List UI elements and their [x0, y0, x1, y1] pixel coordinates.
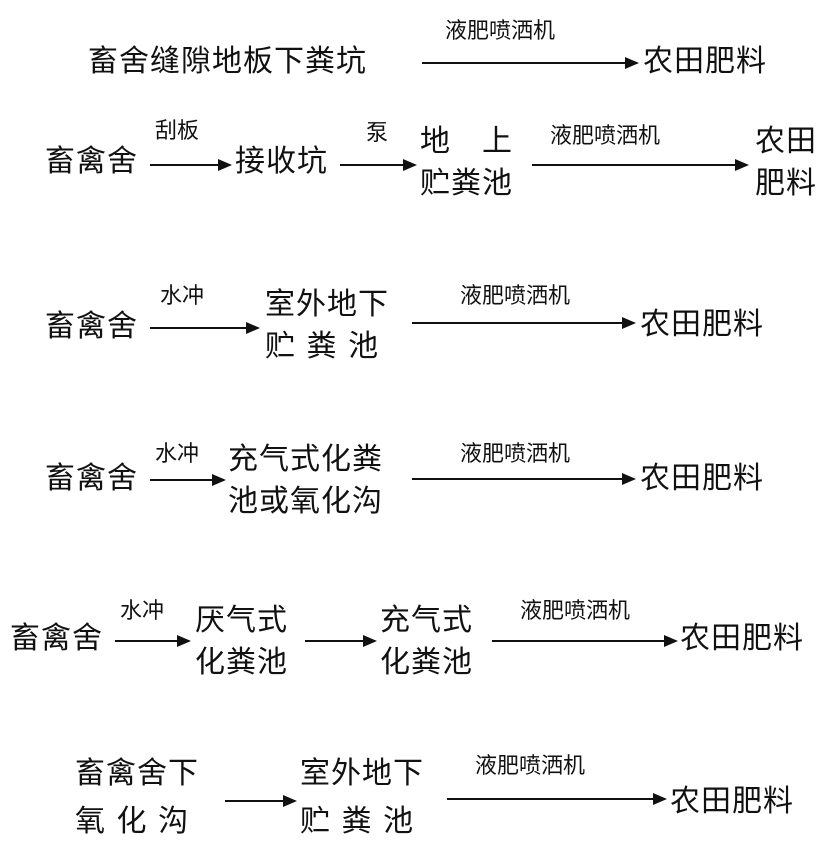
node-septic-tank: 化粪池 [380, 645, 473, 680]
node-pit: 畜舍缝隙地板下粪坑 [88, 44, 367, 79]
node-farmland-fertilizer: 农田肥料 [640, 461, 764, 496]
arrow-label-flush: 水冲 [160, 284, 205, 309]
node-storage-pool: 贮粪池 [420, 166, 513, 201]
node-oxidation-ditch: 氧 化 沟 [75, 804, 190, 839]
node-storage-pool: 贮 粪 池 [265, 329, 380, 364]
arrow-label-sprayer: 液肥喷洒机 [550, 124, 661, 149]
arrow-label-sprayer: 液肥喷洒机 [520, 599, 631, 624]
node-aerated: 充气式 [380, 603, 473, 638]
arrow-icon [150, 322, 260, 334]
arrow-icon [492, 635, 678, 647]
arrow-icon [422, 57, 639, 69]
arrow-icon [447, 793, 667, 805]
node-farmland-fertilizer: 农田肥料 [640, 307, 764, 342]
node-livestock-house: 畜禽舍 [45, 309, 138, 344]
node-above-ground: 地 上 [420, 124, 513, 159]
node-anaerobic: 厌气式 [195, 603, 288, 638]
node-livestock-house: 畜禽舍 [10, 621, 103, 656]
node-storage-pool: 贮 粪 池 [300, 804, 415, 839]
arrow-label-flush: 水冲 [120, 599, 165, 624]
arrow-label-flush: 水冲 [155, 442, 200, 467]
arrow-icon [225, 795, 297, 807]
arrow-label-sprayer: 液肥喷洒机 [475, 754, 586, 779]
arrow-icon [412, 317, 636, 329]
arrow-icon [305, 635, 377, 647]
arrow-icon [340, 159, 417, 171]
node-farmland-fertilizer: 农田肥料 [670, 784, 794, 819]
arrow-label-sprayer: 液肥喷洒机 [445, 19, 556, 44]
arrow-icon [532, 159, 749, 171]
node-under-house: 畜禽舍下 [75, 756, 199, 791]
arrow-icon [115, 635, 191, 647]
node-farmland: 农田 [755, 124, 817, 159]
arrow-icon [412, 473, 636, 485]
node-oxidation-ditch: 池或氧化沟 [228, 484, 383, 519]
arrow-label-sprayer: 液肥喷洒机 [460, 442, 571, 467]
node-aerated-tank: 充气式化粪 [228, 442, 383, 477]
arrow-label-scraper: 刮板 [155, 119, 200, 144]
node-receiving-pit: 接收坑 [235, 144, 328, 179]
node-outdoor-underground: 室外地下 [300, 756, 424, 791]
node-fertilizer: 肥料 [755, 166, 817, 201]
node-livestock-house: 畜禽舍 [45, 461, 138, 496]
node-farmland-fertilizer: 农田肥料 [680, 621, 804, 656]
arrow-icon [150, 159, 232, 171]
arrow-icon [150, 474, 226, 486]
node-outdoor-underground: 室外地下 [265, 287, 389, 322]
arrow-label-pump: 泵 [366, 121, 389, 146]
node-septic-tank: 化粪池 [195, 645, 288, 680]
node-farmland-fertilizer: 农田肥料 [643, 44, 767, 79]
node-livestock-house: 畜禽舍 [45, 144, 138, 179]
arrow-label-sprayer: 液肥喷洒机 [460, 284, 571, 309]
